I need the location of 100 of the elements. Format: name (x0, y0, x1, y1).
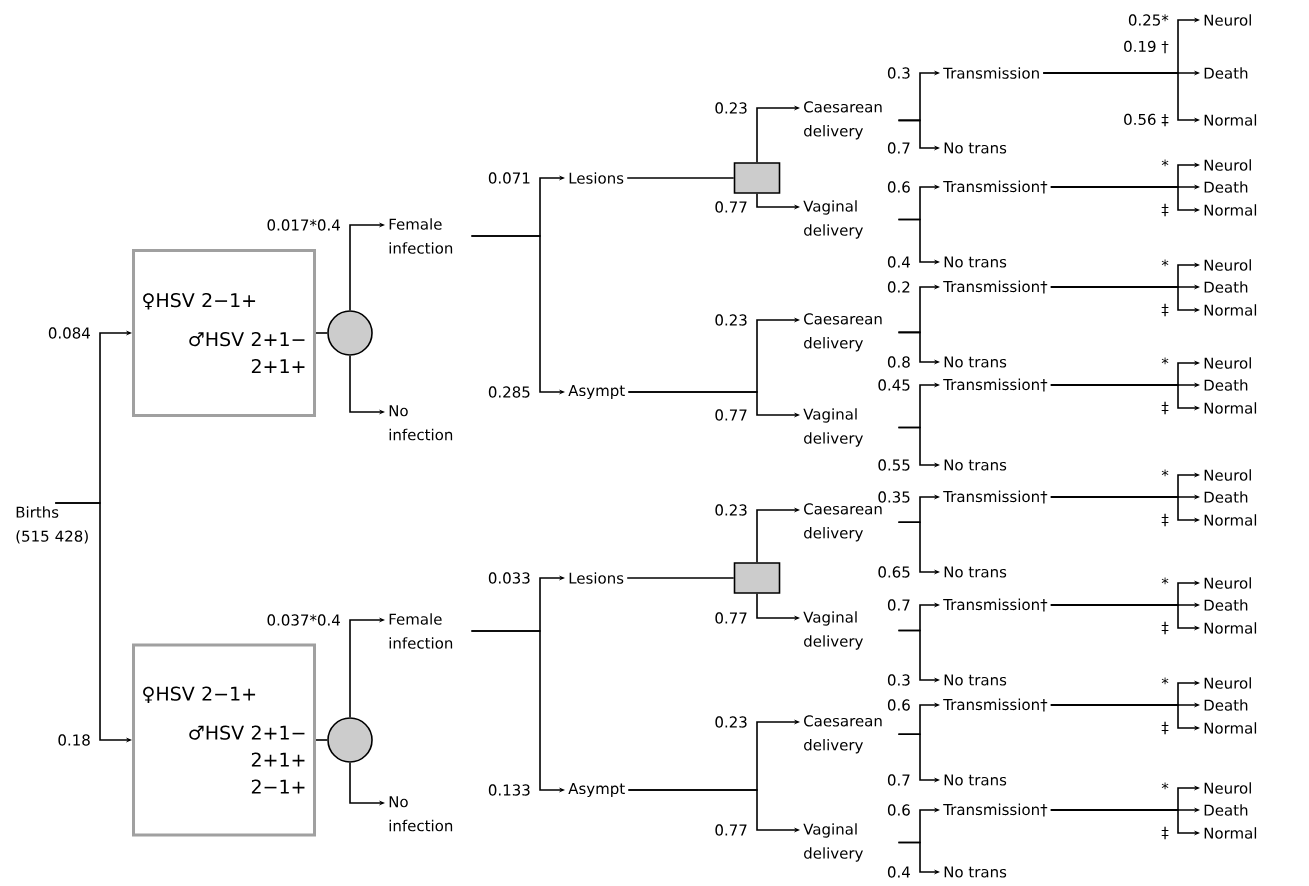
edge-label: ‡ (1160, 202, 1170, 218)
edge-label: * (1160, 468, 1170, 482)
node-text: Death (1204, 67, 1248, 79)
edge-label: 0.071 (486, 171, 532, 185)
node-text: Normal (1204, 304, 1257, 316)
edge-label: * (1160, 781, 1170, 795)
edge-label: 0.4 (885, 255, 912, 269)
arrow (349, 222, 385, 311)
edge-label: 0.77 (713, 611, 749, 625)
edge-label: 0.033 (486, 571, 532, 585)
edge-label: 0.45 (876, 378, 912, 392)
node-text: Transmission (943, 67, 1039, 79)
node-text: Vaginal delivery (803, 200, 863, 239)
node-text: Female infection (389, 218, 453, 254)
node-text: Neurol (1204, 159, 1251, 171)
status-box: ♀HSV 2−1+ ♂HSV 2+1− 2+1+ (132, 249, 316, 417)
edge-label: 0.7 (885, 598, 912, 612)
edge-label: 0.23 (713, 503, 749, 517)
edge-label: * (1160, 576, 1170, 590)
arrow (756, 105, 800, 163)
edge-label: 0.6 (885, 180, 912, 194)
edge-label: 0.037*0.4 (265, 613, 342, 627)
edge-label: 0.3 (885, 673, 912, 687)
edge-label: 0.35 (876, 490, 912, 504)
connector-line (626, 577, 735, 579)
circle-node (327, 717, 373, 763)
node-text: Normal (1204, 204, 1257, 216)
edge-label: * (1160, 258, 1170, 272)
node-text: Caesarean delivery (804, 715, 882, 754)
node-text: Normal (1204, 402, 1257, 414)
node-text: Neurol (1204, 677, 1251, 689)
node-text: No trans (944, 774, 1007, 786)
node-text: No trans (944, 256, 1007, 268)
edge-label: ‡ (1160, 720, 1170, 736)
edge-label: 0.2 (885, 280, 912, 294)
node-text: Female infection (389, 613, 453, 649)
node-text: No infection (389, 796, 453, 832)
node-text: No trans (944, 459, 1007, 471)
edge-label: 0.017*0.4 (265, 218, 342, 232)
edge-label: * (1160, 676, 1170, 690)
node-text: Transmission† (943, 280, 1048, 294)
node-text: Lesions (569, 172, 624, 184)
node-text: No trans (944, 674, 1007, 686)
node-text: Normal (1204, 827, 1257, 839)
edge-label: 0.7 (885, 773, 912, 787)
node-text: Caesarean delivery (804, 503, 882, 542)
edge-label: 0.3 (885, 66, 912, 80)
edge-label: 0.8 (885, 355, 912, 369)
edge-label: 0.18 (56, 733, 92, 747)
edge-label: 0.19 † (1122, 39, 1170, 55)
edge-label: 0.6 (885, 698, 912, 712)
edge-label: 0.77 (713, 823, 749, 837)
edge-label: 0.77 (713, 200, 749, 214)
edge-label: * (1160, 356, 1170, 370)
node-text: Neurol (1204, 357, 1251, 369)
node-text: Death (1204, 491, 1248, 503)
edge-label: 0.77 (713, 408, 749, 422)
node-text: Normal (1204, 622, 1257, 634)
node-text: Asympt (568, 782, 625, 798)
edge-label: 0.6 (885, 803, 912, 817)
edge-label: 0.7 (885, 141, 912, 155)
arrow (349, 617, 385, 718)
edge-label: 0.56 ‡ (1122, 112, 1170, 128)
square-node (733, 162, 781, 194)
node-text: Neurol (1204, 469, 1251, 481)
edge-label: 0.4 (885, 865, 912, 879)
edge-label: 0.65 (876, 565, 912, 579)
node-text: Death (1204, 599, 1248, 611)
node-text: Caesarean delivery (804, 101, 882, 140)
edge-label: 0.23 (713, 313, 749, 327)
node-text: Transmission† (943, 490, 1048, 504)
node-text: Transmission† (943, 378, 1048, 392)
node-text: Normal (1204, 514, 1257, 526)
node-text: Asympt (568, 384, 625, 400)
node-text: Transmission† (943, 180, 1048, 194)
node-text: Transmission† (943, 698, 1048, 712)
edge-label: 0.23 (713, 101, 749, 115)
edge-label: 0.25* (1126, 13, 1170, 27)
connector-line (315, 739, 328, 741)
edge-label: 0.285 (486, 385, 532, 399)
edge-label: ‡ (1160, 620, 1170, 636)
node-text: Caesarean delivery (804, 313, 882, 352)
edge-label: 0.133 (486, 783, 532, 797)
node-text: Vaginal delivery (803, 611, 863, 650)
edge-label: * (1160, 158, 1170, 172)
node-text: Vaginal delivery (803, 823, 863, 862)
node-text: Neurol (1204, 14, 1251, 26)
square-node (733, 562, 781, 594)
node-text: Normal (1204, 114, 1257, 126)
node-text: Death (1204, 181, 1248, 193)
edge-label: ‡ (1160, 512, 1170, 528)
edge-label: ‡ (1160, 400, 1170, 416)
node-text: Death (1204, 281, 1248, 293)
edge-label: 0.55 (876, 458, 912, 472)
node-text: No trans (944, 866, 1007, 878)
node-text: Vaginal delivery (803, 408, 863, 447)
node-text: Death (1204, 379, 1248, 391)
node-text: Neurol (1204, 577, 1251, 589)
node-text: No trans (944, 142, 1007, 154)
connector-line (315, 332, 328, 334)
